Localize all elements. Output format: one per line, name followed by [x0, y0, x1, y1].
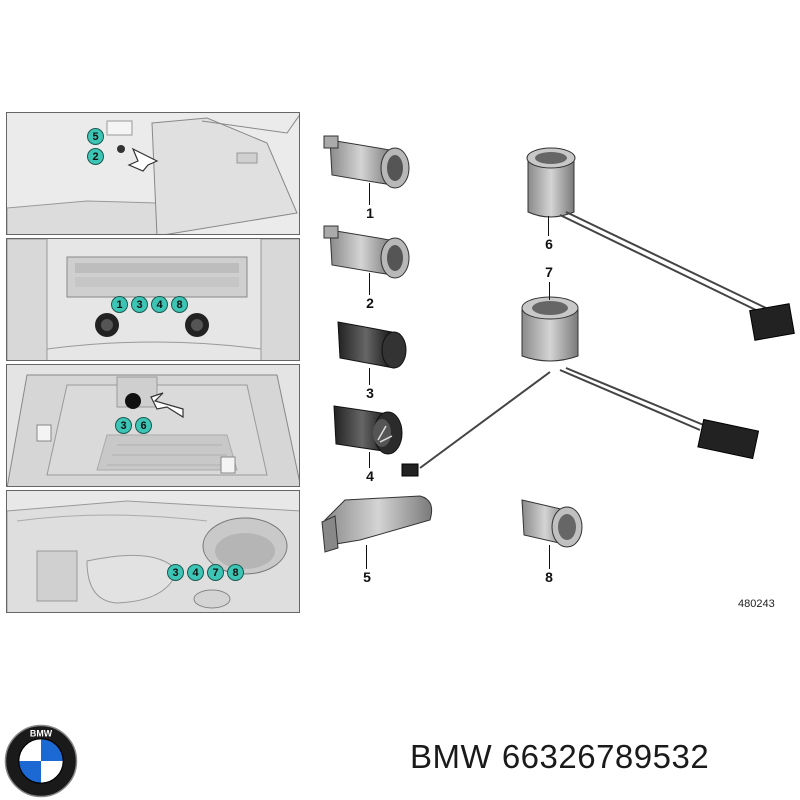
callout-badge: 2: [87, 148, 104, 165]
part-2-socket: [323, 225, 410, 279]
callout-badge: 6: [135, 417, 152, 434]
callout-group: 3 6: [115, 417, 152, 435]
part-number-label: 5: [363, 569, 371, 585]
part-number-label: 6: [545, 236, 553, 252]
front-console-illustration: [7, 491, 299, 612]
location-panel-3: 3 6: [6, 364, 300, 487]
callout-group: 5 2: [87, 128, 104, 165]
part-number-label: 7: [545, 264, 553, 280]
callout-badge: 4: [151, 296, 168, 313]
trunk-interior-illustration: [7, 113, 299, 234]
part-5-cover: [321, 495, 433, 553]
part-number-label: 2: [366, 295, 374, 311]
part-4-lighter: [333, 405, 403, 455]
part-number-label: 1: [366, 205, 374, 221]
part-6-socket-with-cable: [526, 147, 795, 341]
callout-badge: 8: [227, 564, 244, 581]
part-7-socket-with-cable: [401, 296, 760, 477]
part-3-plug: [337, 321, 407, 369]
center-storage-illustration: [7, 365, 299, 486]
bmw-logo: BMW: [4, 724, 78, 798]
callout-badge: 7: [207, 564, 224, 581]
location-panel-2: 1 3 4 8: [6, 238, 300, 361]
rear-console-illustration: [7, 239, 299, 360]
leader-line: [549, 282, 550, 300]
part-1-socket: [323, 135, 410, 189]
leader-line: [548, 216, 549, 236]
svg-text:BMW: BMW: [30, 729, 53, 739]
callout-badge: 3: [115, 417, 132, 434]
leader-line: [369, 273, 370, 295]
callout-group: 3 4 7 8: [167, 564, 244, 582]
callout-badge: 3: [167, 564, 184, 581]
callout-badge: 3: [131, 296, 148, 313]
callout-badge: 1: [111, 296, 128, 313]
callout-badge: 8: [171, 296, 188, 313]
leader-line: [549, 545, 550, 569]
leader-line: [369, 183, 370, 205]
part-number-label: 4: [366, 468, 374, 484]
location-panel-1: 5 2: [6, 112, 300, 235]
leader-line: [369, 368, 370, 385]
callout-badge: 4: [187, 564, 204, 581]
leader-line: [366, 545, 367, 569]
part-number-caption: BMW 66326789532: [410, 738, 710, 775]
diagram-reference-number: 480243: [738, 598, 775, 610]
part-number-label: 8: [545, 569, 553, 585]
leader-line: [369, 452, 370, 468]
part-number-label: 3: [366, 385, 374, 401]
location-panel-4: 3 4 7 8: [6, 490, 300, 613]
callout-badge: 5: [87, 128, 104, 145]
part-8-socket: [521, 499, 583, 548]
callout-group: 1 3 4 8: [111, 296, 188, 314]
